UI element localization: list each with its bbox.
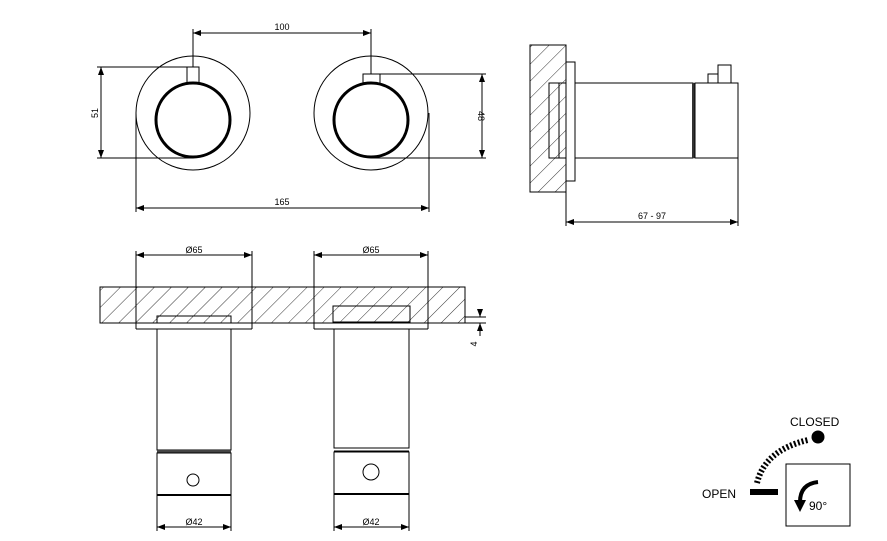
closed-label: CLOSED bbox=[790, 415, 840, 429]
dim-body-diameter-left: Ø42 bbox=[185, 517, 202, 527]
rotation-label: 90° bbox=[809, 499, 827, 513]
rotation-legend: CLOSED OPEN 90° bbox=[702, 415, 851, 527]
rotation-box bbox=[785, 463, 851, 527]
rotate-ccw-arrow-icon bbox=[794, 480, 819, 512]
left-knob bbox=[135, 55, 251, 171]
dim-plate-height-right: 48 bbox=[476, 111, 486, 121]
dim-flange-diameter-right: Ø65 bbox=[362, 245, 379, 255]
dim-flange-diameter-left: Ø65 bbox=[185, 245, 202, 255]
dim-plate-height-left: 51 bbox=[90, 108, 100, 118]
wall-section bbox=[529, 44, 567, 193]
side-view: 67 - 97 bbox=[529, 44, 739, 226]
closed-dot bbox=[811, 430, 825, 444]
front-view: 100 51 48 165 bbox=[90, 22, 486, 212]
wall-section-bottom bbox=[99, 286, 466, 324]
dim-flange-thickness: 4 bbox=[469, 341, 479, 346]
open-bar bbox=[750, 489, 778, 495]
dim-body-diameter-right: Ø42 bbox=[362, 517, 379, 527]
dim-center-distance: 100 bbox=[274, 22, 289, 32]
dim-overall-width: 165 bbox=[274, 197, 289, 207]
open-label: OPEN bbox=[702, 487, 736, 501]
dim-projection: 67 - 97 bbox=[638, 211, 666, 221]
section-view: Ø65 Ø42 Ø65 Ø42 4 bbox=[99, 245, 486, 531]
rotation-arc bbox=[754, 437, 809, 484]
